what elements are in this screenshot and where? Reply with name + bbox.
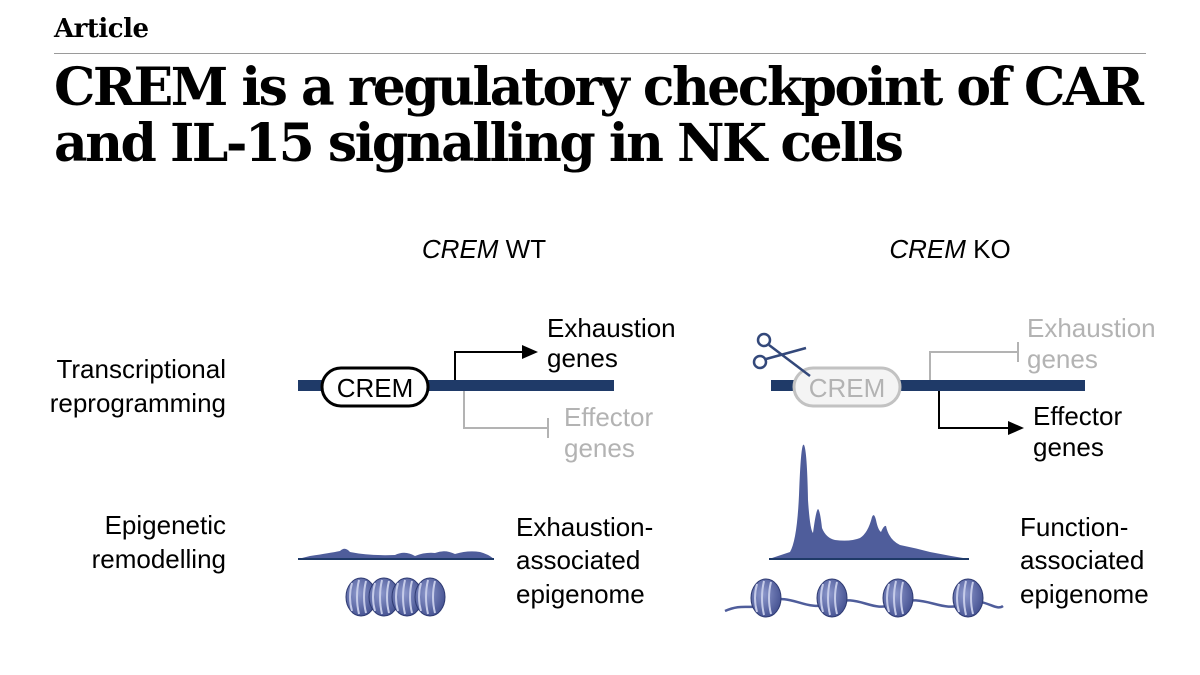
wt-crem-factor bbox=[320, 366, 430, 408]
repression-bar-icon bbox=[929, 351, 1017, 380]
svg-text:associated: associated bbox=[1020, 545, 1144, 575]
svg-text:associated: associated bbox=[516, 545, 640, 575]
svg-text:reprogramming: reprogramming bbox=[50, 388, 226, 418]
svg-text:epigenome: epigenome bbox=[516, 579, 645, 609]
chromatin-peak-icon bbox=[769, 444, 969, 559]
svg-text:genes: genes bbox=[1027, 344, 1098, 374]
activating-arrow-icon bbox=[454, 351, 524, 380]
chromatin-peak-icon bbox=[298, 548, 494, 559]
header-divider bbox=[54, 53, 1146, 54]
ko-gene-locus: CREM bbox=[752, 332, 1085, 435]
svg-text:Exhaustion-: Exhaustion- bbox=[516, 512, 653, 542]
ko-exhaustion-genes-label: Exhaustion genes bbox=[1027, 313, 1156, 374]
wt-gene-locus: CREM bbox=[298, 345, 614, 438]
svg-text:Exhaustion: Exhaustion bbox=[1027, 313, 1156, 343]
svg-text:Transcriptional: Transcriptional bbox=[56, 354, 226, 384]
column-header-wt: CREM WT bbox=[422, 234, 546, 264]
svg-text:genes: genes bbox=[547, 343, 618, 373]
wt-effector-genes-label: Effector genes bbox=[564, 402, 653, 463]
column-header-ko: CREM KO bbox=[889, 234, 1010, 264]
svg-text:Effector: Effector bbox=[564, 402, 653, 432]
svg-text:Function-: Function- bbox=[1020, 512, 1128, 542]
nucleosome-icon bbox=[345, 577, 446, 617]
wt-chromatin-track bbox=[298, 548, 494, 617]
svg-text:genes: genes bbox=[564, 433, 635, 463]
nucleosome-icon bbox=[750, 578, 984, 618]
wt-dna-strand bbox=[298, 380, 614, 391]
wt-crem-label: CREM bbox=[337, 373, 414, 403]
wt-epigenome-label: Exhaustion- associated epigenome bbox=[516, 512, 653, 609]
svg-text:genes: genes bbox=[1033, 432, 1104, 462]
svg-text:Epigenetic: Epigenetic bbox=[105, 510, 226, 540]
scissors-icon bbox=[752, 332, 811, 377]
article-title: CREM is a regulatory checkpoint of CAR a… bbox=[54, 57, 1144, 174]
ko-epigenome-label: Function- associated epigenome bbox=[1020, 512, 1149, 609]
activating-arrow-icon bbox=[938, 391, 1010, 429]
row-label-transcriptional: Transcriptional reprogramming bbox=[50, 354, 226, 418]
svg-text:Effector: Effector bbox=[1033, 401, 1122, 431]
ko-chromatin-track bbox=[724, 444, 1004, 618]
ko-crem-label: CREM bbox=[809, 373, 886, 403]
ko-effector-genes-label: Effector genes bbox=[1033, 401, 1122, 462]
row-label-epigenetic: Epigenetic remodelling bbox=[92, 510, 226, 574]
article-type-label: Article bbox=[54, 14, 149, 44]
wt-exhaustion-genes-label: Exhaustion genes bbox=[547, 313, 676, 373]
svg-text:Exhaustion: Exhaustion bbox=[547, 313, 676, 343]
repression-bar-icon bbox=[463, 391, 547, 429]
svg-text:remodelling: remodelling bbox=[92, 544, 226, 574]
ko-dna-strand bbox=[771, 380, 1085, 391]
svg-text:epigenome: epigenome bbox=[1020, 579, 1149, 609]
ko-crem-factor bbox=[792, 366, 902, 408]
